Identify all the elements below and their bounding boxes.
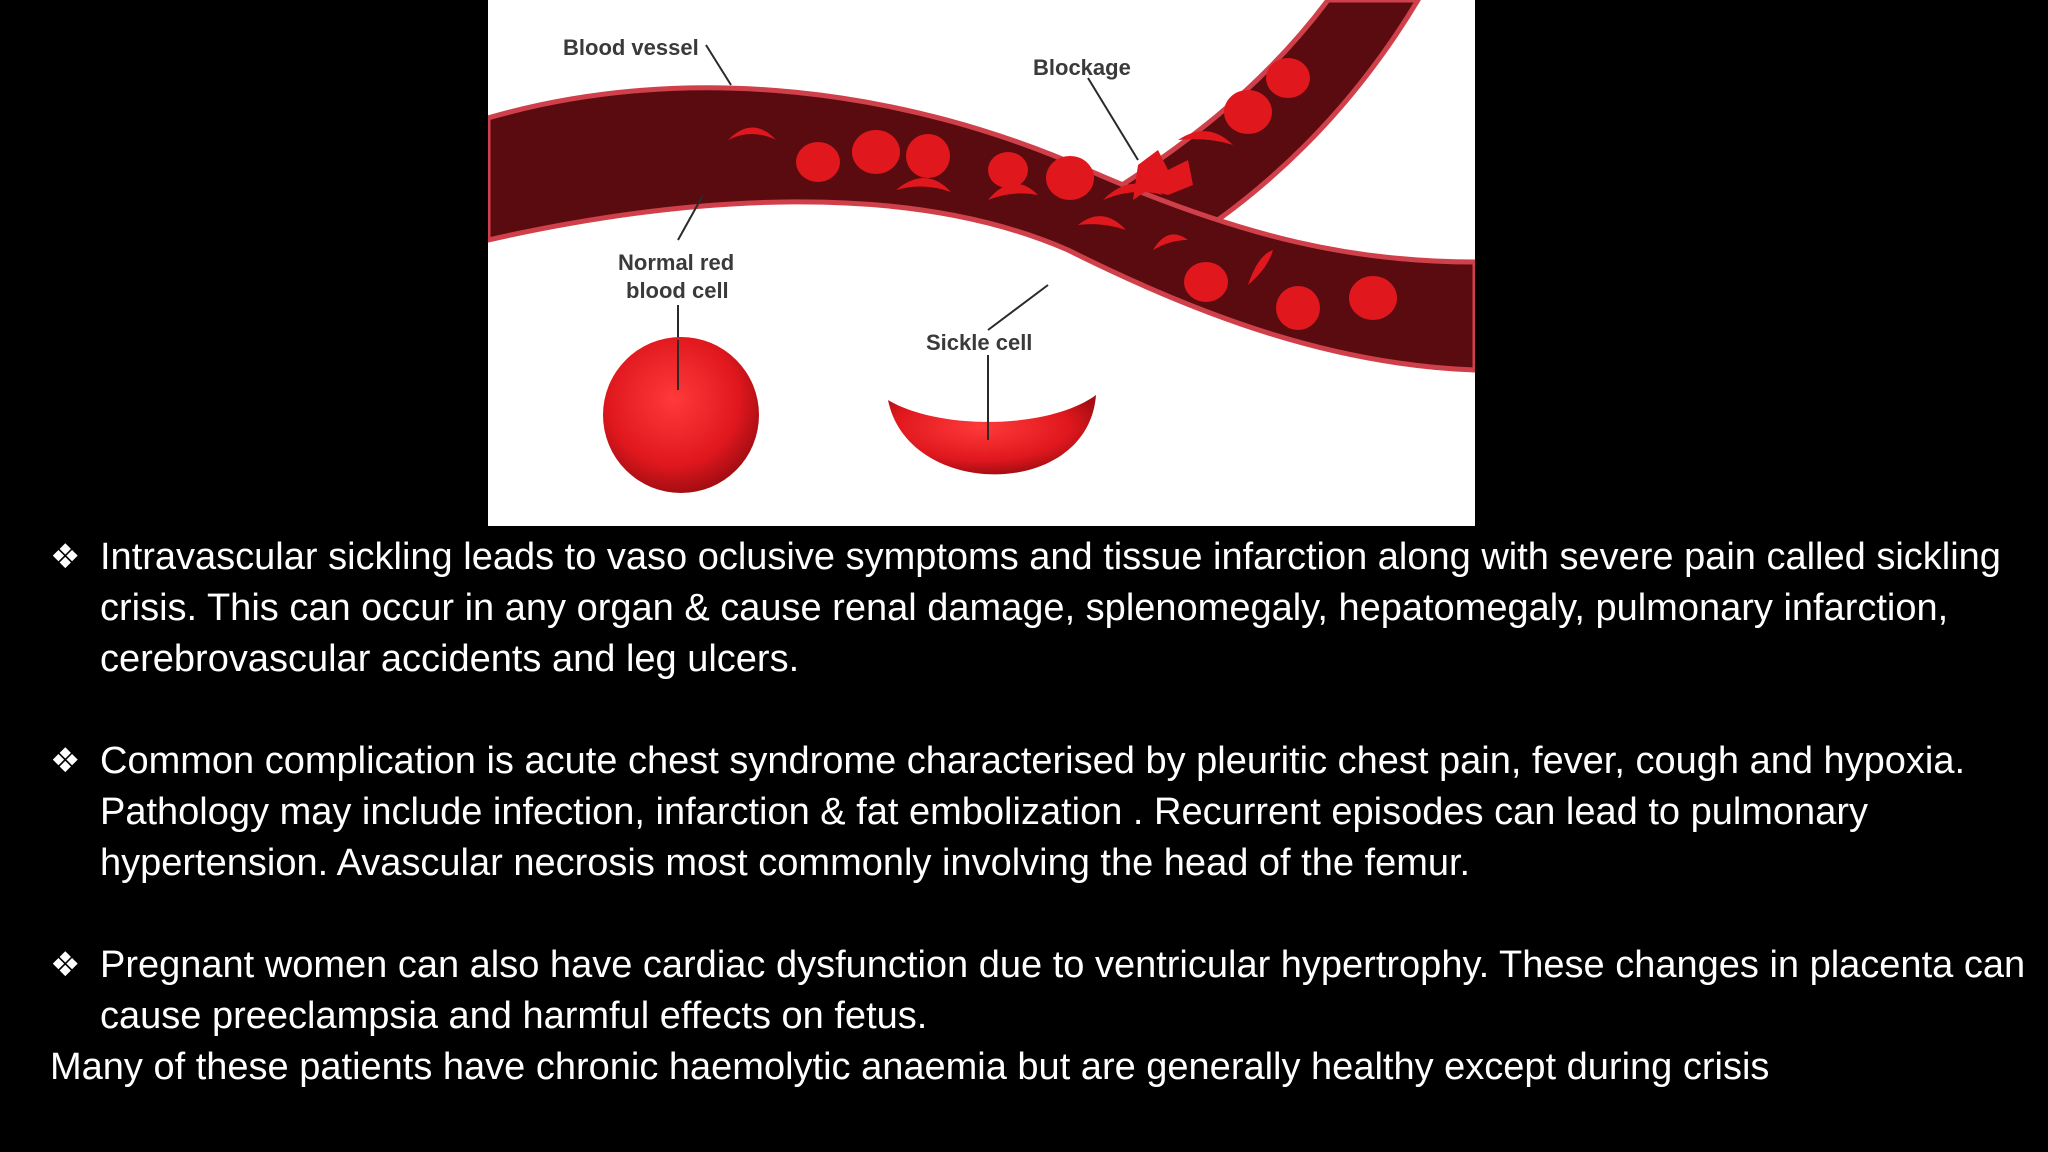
- vessel-cells: [728, 58, 1397, 330]
- blood-vessel-main: [488, 85, 1475, 373]
- summary-line: Many of these patients have chronic haem…: [50, 1046, 1770, 1088]
- bullet-point: ❖ Common complication is acute chest syn…: [50, 736, 2035, 889]
- bullet-point: ❖ Intravascular sickling leads to vaso o…: [50, 532, 2035, 685]
- sickle-cell: [888, 395, 1096, 475]
- label-sickle-cell: Sickle cell: [926, 330, 1032, 355]
- label-blockage: Blockage: [1033, 55, 1131, 80]
- bullet-diamond-icon: ❖: [50, 741, 81, 781]
- sickle-cell-diagram: Blood vessel Blockage Normal red blood c…: [488, 0, 1475, 526]
- bullet-text: Intravascular sickling leads to vaso ocl…: [100, 536, 2001, 680]
- normal-red-blood-cell: [603, 337, 759, 493]
- label-normal-cell-line1: Normal red: [618, 250, 734, 275]
- diagram-svg: Blood vessel Blockage Normal red blood c…: [488, 0, 1475, 493]
- slide-text: ❖ Intravascular sickling leads to vaso o…: [50, 532, 2035, 1093]
- label-normal-cell-line2: blood cell: [626, 278, 729, 303]
- label-blood-vessel: Blood vessel: [563, 35, 699, 60]
- bullet-point: ❖ Pregnant women can also have cardiac d…: [50, 940, 2035, 1042]
- bullet-diamond-icon: ❖: [50, 537, 81, 577]
- bullet-text: Common complication is acute chest syndr…: [100, 740, 1966, 884]
- bullet-diamond-icon: ❖: [50, 945, 81, 985]
- bullet-text: Pregnant women can also have cardiac dys…: [100, 944, 2026, 1037]
